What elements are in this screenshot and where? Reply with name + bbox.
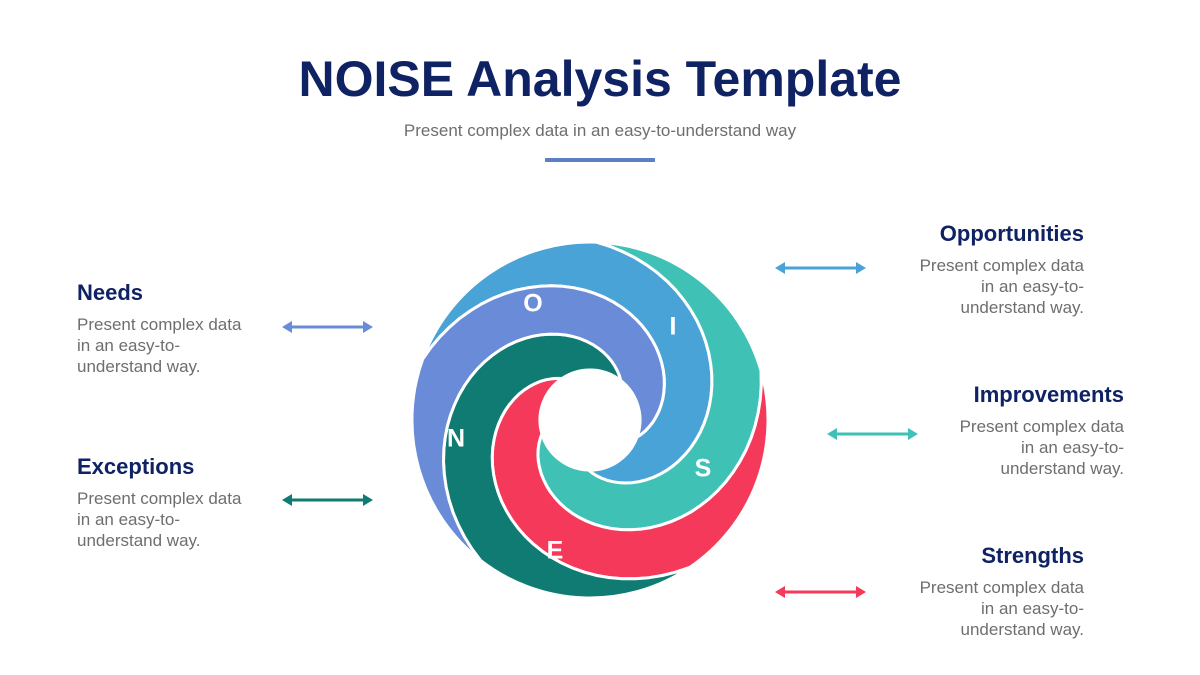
strengths-letter: S bbox=[695, 455, 712, 483]
opportunities-title: Opportunities bbox=[939, 221, 1084, 246]
needs-text: Present complex data in an easy-to-under… bbox=[77, 315, 242, 376]
improvements-title: Improvements bbox=[973, 382, 1124, 407]
improvements-block: Improvements Present complex data in an … bbox=[864, 382, 1124, 479]
needs-letter: N bbox=[447, 425, 465, 453]
opportunities-arrow bbox=[775, 262, 866, 274]
strengths-text: Present complex data in an easy-to-under… bbox=[919, 578, 1084, 639]
exceptions-title: Exceptions bbox=[77, 454, 195, 479]
strengths-block: Strengths Present complex data in an eas… bbox=[824, 543, 1084, 640]
exceptions-letter: E bbox=[547, 537, 564, 565]
exceptions-text: Present complex data in an easy-to-under… bbox=[77, 489, 242, 550]
needs-block: Needs Present complex data in an easy-to… bbox=[77, 280, 337, 377]
needs-title: Needs bbox=[77, 280, 144, 305]
strengths-arrow bbox=[775, 586, 866, 598]
page-subtitle: Present complex data in an easy-to-under… bbox=[403, 121, 797, 140]
opportunities-block: Opportunities Present complex data in an… bbox=[824, 221, 1084, 318]
page-title: NOISE Analysis Template bbox=[298, 51, 902, 107]
strengths-title: Strengths bbox=[981, 543, 1084, 568]
improvements-letter: I bbox=[670, 313, 677, 341]
exceptions-arrow bbox=[282, 494, 373, 506]
noise-swirl-wheel: O I S E N bbox=[410, 240, 770, 600]
improvements-arrow bbox=[827, 428, 918, 440]
title-underline bbox=[545, 158, 655, 162]
improvements-text: Present complex data in an easy-to-under… bbox=[959, 417, 1124, 478]
opportunities-letter: O bbox=[523, 290, 542, 318]
needs-petal bbox=[410, 284, 666, 562]
opportunities-text: Present complex data in an easy-to-under… bbox=[919, 256, 1084, 317]
exceptions-block: Exceptions Present complex data in an ea… bbox=[77, 454, 337, 551]
needs-arrow bbox=[282, 321, 373, 333]
